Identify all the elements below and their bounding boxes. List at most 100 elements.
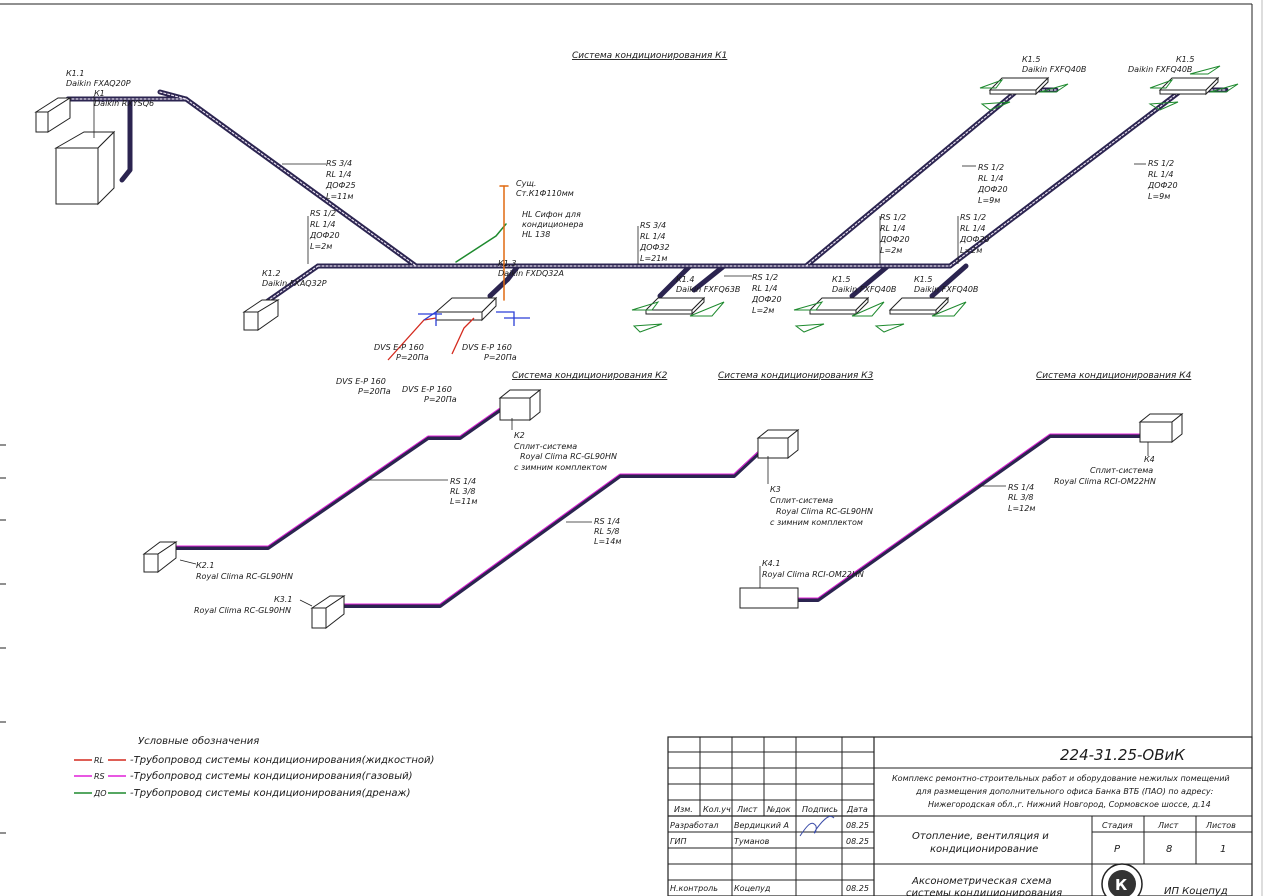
stamp-h-ndoc: №док (766, 805, 791, 814)
pipe-p3-do: ДОФ32 (639, 243, 670, 252)
stamp-drawing-2: системы кондиционирования (906, 888, 1062, 896)
labels-k2-k4: К2 Сплит-система Royal Clima RC-GL90HN с… (194, 431, 1156, 615)
unit-k13-duct (434, 296, 498, 322)
label-k11-id: К1.1 (66, 69, 84, 78)
pipe-k2-rs: RS 1/4 (450, 477, 476, 486)
label-k21-model: Royal Clima RC-GL90HN (196, 572, 293, 581)
pipe-p2-len: L=2м (310, 242, 332, 251)
unit-k1-outdoor (54, 130, 116, 206)
pipe-p6-rl: RL 1/4 (960, 224, 985, 233)
pipe-p7-len: L=9м (978, 196, 1000, 205)
pipe-p4-do: ДОФ20 (751, 295, 782, 304)
pipe-p5-len: L=2м (880, 246, 902, 255)
leader-lines-k2-k4 (179, 418, 1149, 607)
label-k2-kit: с зимним комплектом (514, 463, 607, 472)
pipe-k4-rl: RL 3/8 (1008, 493, 1033, 502)
stamp-desc-3: Нижегородская обл.,г. Нижний Новгород, С… (928, 800, 1211, 809)
siphon-label-a: HL Сифон для (522, 210, 581, 219)
pipe-k4-len: L=12м (1008, 504, 1035, 513)
pipe-p1-len: L=11м (326, 192, 353, 201)
legend-do-text: -Трубопровод системы кондиционирования(д… (130, 787, 410, 799)
label-k4-id: К4 (1144, 455, 1155, 464)
pipe-p5-rl: RL 1/4 (880, 224, 905, 233)
pipe-p3-rs: RS 3/4 (640, 221, 666, 230)
leader-lines-k1 (93, 96, 1146, 277)
pipe-p1-do: ДОФ25 (325, 181, 356, 190)
unit-k3-outdoor (756, 428, 800, 460)
stamp-code: 224-31.25-ОВиК (1060, 746, 1186, 764)
stamp-r1-role: Разработал (670, 821, 718, 830)
label-k15b-model: Daikin FXFQ40B (914, 285, 978, 294)
frame-left-ticks (0, 444, 6, 834)
label-k1-id: К1 (94, 89, 105, 98)
label-k13-model: Daikin FXDQ32A (498, 269, 564, 278)
unit-k11-wall (34, 97, 72, 133)
pipe-p8-len: L=9м (1148, 192, 1170, 201)
pipe-p2-rs: RS 1/2 (310, 209, 336, 218)
pipe-specs-k1: RS 3/4 RL 1/4 ДОФ25 L=11м RS 1/2 RL 1/4 … (309, 159, 1178, 315)
pipe-p5-rs: RS 1/2 (880, 213, 906, 222)
pipe-k3-len: L=14м (594, 537, 621, 546)
pipe-k4-rs: RS 1/4 (1008, 483, 1034, 492)
riser-label-a: Сущ. (516, 179, 536, 188)
stamp-h-list: Лист (736, 805, 758, 814)
title-k2: Система кондиционирования К2 (512, 371, 668, 381)
logo-letter: К (1115, 876, 1128, 894)
label-k12-model: Daikin FXAQ32P (262, 279, 327, 288)
pipe-p7-rs: RS 1/2 (978, 163, 1004, 172)
label-k14-id: К1.4 (676, 275, 694, 284)
label-k15c-id: К1.5 (1022, 55, 1040, 64)
legend-rl-text: -Трубопровод системы кондиционирования(ж… (130, 754, 434, 766)
legend-rs-code: RS (94, 772, 105, 781)
dvs-labels: DVS E-P 160 P=20Па DVS E-P 160 P=20Па DV… (336, 343, 517, 404)
pipe-p4-len: L=2м (752, 306, 774, 315)
stamp-desc-1: Комплекс ремонтно-строительных работ и о… (892, 774, 1230, 783)
stamp-h-kol: Кол.уч (703, 805, 731, 814)
dvs3-model: DVS E-P 160 (336, 377, 386, 386)
label-k15d-id: К1.5 (1176, 55, 1194, 64)
stamp-r3-role: Н.контроль (670, 884, 718, 893)
drain-labels: Сущ. Ст.К1Ф110мм HL Сифон для кондиционе… (516, 179, 583, 239)
label-k2-id: К2 (514, 431, 525, 440)
label-k3-id: К3 (770, 485, 781, 494)
stamp-r1-name: Вердицкий А (734, 821, 789, 830)
dvs3-pressure: P=20Па (358, 387, 391, 396)
title-k1: Система кондиционирования К1 (572, 51, 727, 61)
legend-title: Условные обозначения (138, 735, 259, 747)
title-k3: Система кондиционирования К3 (718, 371, 874, 381)
stamp-sheets-header: Листов (1205, 821, 1236, 830)
dvs1-pressure: P=20Па (396, 353, 429, 362)
dvs2-model: DVS E-P 160 (462, 343, 512, 352)
pipe-p1-rl: RL 1/4 (326, 170, 351, 179)
stamp-h-izm: Изм. (674, 805, 693, 814)
label-k15d-model: Daikin FXFQ40B (1128, 65, 1192, 74)
unit-k2-outdoor (498, 388, 542, 422)
label-k11-model: Daikin FXAQ20P (66, 79, 131, 88)
pipe-p7-rl: RL 1/4 (978, 174, 1003, 183)
pipe-p5-do: ДОФ20 (879, 235, 910, 244)
dvs2-pressure: P=20Па (484, 353, 517, 362)
label-k4-type: Сплит-система (1090, 466, 1153, 475)
pipe-p2-do: ДОФ20 (309, 231, 340, 240)
label-k15b-id: К1.5 (914, 275, 932, 284)
label-k31-model: Royal Clima RC-GL90HN (194, 606, 291, 615)
stamp-drawing-1: Аксонометрическая схема (911, 876, 1052, 887)
unit-k31-wall (310, 595, 346, 630)
vent-fittings (387, 310, 530, 361)
pipe-k2-rl: RL 3/8 (450, 487, 475, 496)
pipe-p6-do: ДОФ20 (959, 235, 990, 244)
label-k21-id: К2.1 (196, 561, 214, 570)
stamp-h-data: Дата (846, 805, 868, 814)
stamp-r3-date: 08.25 (846, 884, 869, 893)
pipe-p4-rs: RS 1/2 (752, 273, 778, 282)
signature-mark (799, 815, 835, 837)
legend: Условные обозначения RL -Трубопровод сис… (74, 735, 434, 799)
label-k14-model: Daikin FXFQ63B (676, 285, 740, 294)
siphon-label-c: HL 138 (522, 230, 550, 239)
label-k3-type: Сплит-система (770, 496, 833, 505)
stamp-org: ИП Коцепуд (1164, 886, 1228, 896)
label-k12-id: К1.2 (262, 269, 280, 278)
legend-rs-text: -Трубопровод системы кондиционирования(г… (130, 770, 413, 782)
label-k15c-model: Daikin FXFQ40B (1022, 65, 1086, 74)
